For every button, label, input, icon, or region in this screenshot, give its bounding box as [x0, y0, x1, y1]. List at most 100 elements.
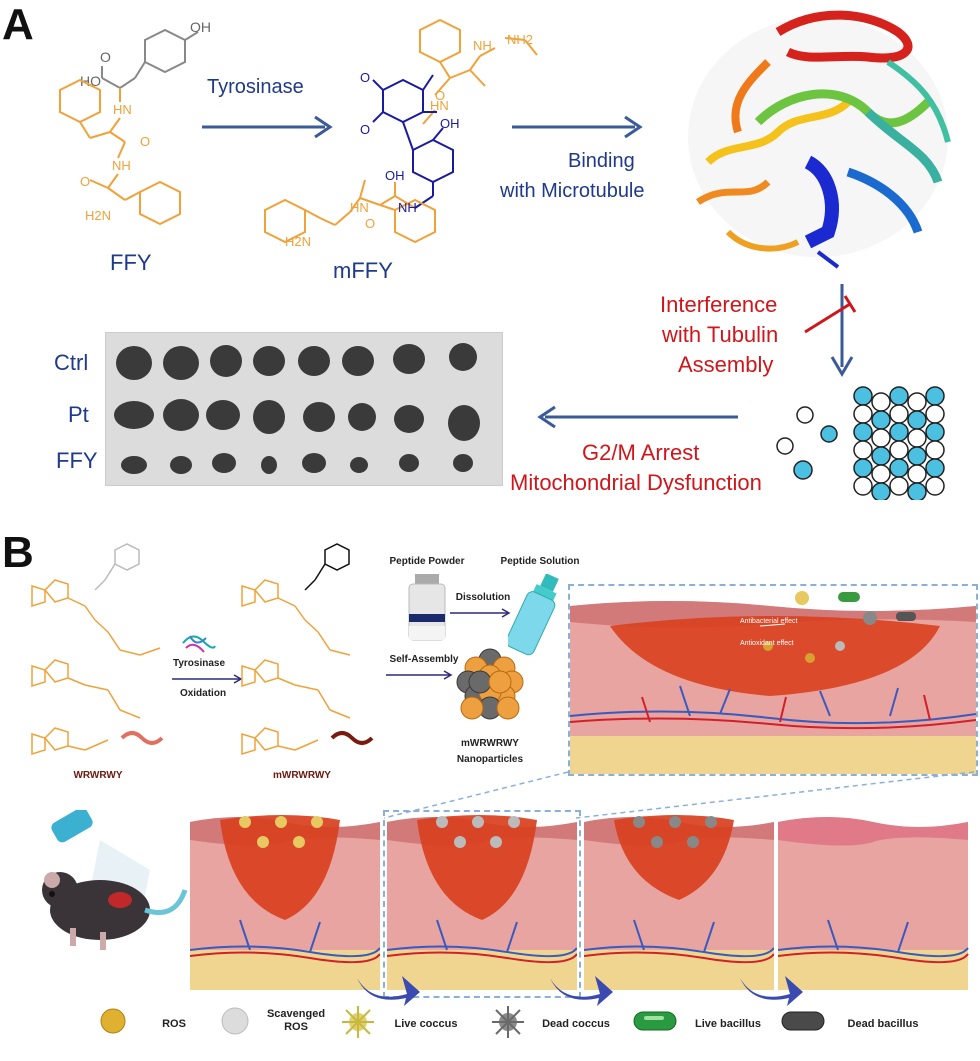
panel-b-letter: B: [2, 528, 34, 577]
artery: [387, 951, 577, 964]
wound-area: [417, 815, 537, 920]
mffy-o3-text: O: [435, 88, 445, 103]
dead-bacillus-icon: [781, 1011, 825, 1031]
ffy-structure: OH HO O HN O NH O H2N: [59, 19, 210, 226]
mffy-nh2-text: NH2: [507, 32, 533, 47]
bacterium: [651, 836, 663, 848]
row-label-pt: Pt: [68, 402, 89, 427]
tubulin-protein-image: [688, 10, 951, 269]
legend-scavenged-ros-label: Scavenged ROS: [266, 1008, 326, 1033]
nanoparticle-bead: [496, 696, 520, 720]
tubulin-subunit: [907, 410, 927, 430]
tyrosinase-label-b: Tyrosinase: [172, 658, 226, 669]
bacterium: [311, 816, 323, 828]
dead-coccus-icon: [492, 1006, 524, 1038]
tubulin-subunit: [871, 410, 891, 430]
tubulin-subunit: [871, 392, 891, 412]
mffy-nh-text: NH: [473, 38, 492, 53]
tubulin-subunit: [925, 422, 945, 442]
tubulin-subunit: [871, 446, 891, 466]
ffy-oh-text: OH: [190, 19, 210, 35]
tyrosinase-label-a: Tyrosinase: [207, 76, 304, 98]
wound-stage-1: [190, 815, 380, 990]
ffy-hn-text: HN: [113, 102, 132, 117]
vessel-branch: [633, 919, 715, 953]
spray-bottle-icon: [508, 574, 559, 656]
tubulin-subunit: [907, 464, 927, 484]
mffy-oh2-text: OH: [385, 168, 405, 183]
mffy-h2n-text: H2N: [285, 234, 311, 249]
inset-connector-lines: [383, 771, 975, 819]
bacterium: [633, 816, 645, 828]
mffy-label: mFFY: [333, 258, 393, 283]
antibacterial-label: Antibacterial effect: [740, 618, 798, 625]
wound-stage-2: [387, 815, 577, 990]
bacterium: [293, 836, 305, 848]
vein: [387, 945, 577, 958]
mouse-image: [42, 810, 188, 950]
ffy-h2n-text: H2N: [85, 208, 111, 223]
stage-2-dashed-frame: [383, 810, 581, 998]
wound-stage-4: [778, 817, 969, 990]
arrest-line2: Mitochondrial Dysfunction: [510, 470, 762, 495]
vein: [584, 945, 774, 958]
bacterium: [705, 816, 717, 828]
legend-live-bacillus-label: Live bacillus: [694, 1018, 762, 1030]
tubulin-subunit: [925, 404, 945, 424]
microtubule-image: [776, 386, 945, 500]
self-assembly-arrow: [386, 670, 453, 680]
tubulin-subunit: [853, 422, 873, 442]
wound-stage-3: [584, 815, 774, 990]
tyrosinase-arrow: [202, 115, 333, 139]
ffy-o3-text: O: [80, 174, 90, 189]
binding-line2: with Microtubule: [500, 180, 645, 202]
tubulin-subunit: [925, 440, 945, 460]
live-bacillus-icon: [633, 1011, 677, 1031]
oxidation-arrow: [172, 674, 243, 684]
mwrwrwy-structure: [241, 543, 374, 756]
mffy-nh2b-text: NH: [398, 200, 417, 215]
ffy-nh-text: NH: [112, 158, 131, 173]
ffy-o2-text: O: [140, 134, 150, 149]
epidermis-layer: [778, 817, 968, 846]
oxidation-label: Oxidation: [179, 688, 227, 699]
scavenged-ros-icon: [221, 1007, 249, 1035]
ffy-label: FFY: [110, 250, 152, 275]
bacterium: [454, 836, 466, 848]
mffy-structure: O O OH O HN NH2 NH OH NH O HN H2N: [264, 18, 538, 249]
tubulin-subunit: [907, 446, 927, 466]
tubulin-subunit: [853, 476, 873, 496]
peptide-powder-vial: [408, 574, 446, 641]
tubulin-subunit: [889, 458, 909, 478]
tubulin-subunit: [907, 392, 927, 412]
progress-arrow-3: [740, 976, 803, 1006]
mwrwrwy-label: mWRWRWY: [273, 770, 331, 781]
tubulin-subunit: [853, 458, 873, 478]
tubulin-subunit: [925, 458, 945, 478]
bacterium: [508, 816, 520, 828]
nanoparticles-line2: Nanoparticles: [456, 754, 524, 765]
tumor-photo: [105, 332, 503, 486]
progress-arrow-2: [550, 976, 613, 1006]
tubulin-subunit: [871, 428, 891, 448]
tubulin-subunit: [907, 428, 927, 448]
dissolution-label: Dissolution: [455, 592, 511, 603]
bacterium: [669, 816, 681, 828]
panel-a-letter: A: [2, 0, 34, 49]
interference-line1: Interference: [660, 292, 778, 317]
vessel-branch: [436, 919, 518, 953]
tubulin-subunit: [925, 386, 945, 406]
wrwrwy-label: WRWRWY: [73, 770, 123, 781]
peptide-solution-label: Peptide Solution: [500, 556, 580, 567]
mffy-hn2-text: HN: [350, 200, 369, 215]
mffy-o1-text: O: [360, 70, 370, 85]
vein: [778, 945, 969, 958]
dissolution-arrow: [450, 608, 511, 618]
tubulin-subunit: [889, 440, 909, 460]
ffy-o-text: O: [100, 49, 111, 65]
legend-dead-coccus-label: Dead coccus: [542, 1018, 610, 1030]
inhibition-arrow: [804, 284, 857, 377]
tubulin-subunit: [871, 482, 891, 500]
bacterium: [436, 816, 448, 828]
wound-area: [220, 815, 340, 920]
